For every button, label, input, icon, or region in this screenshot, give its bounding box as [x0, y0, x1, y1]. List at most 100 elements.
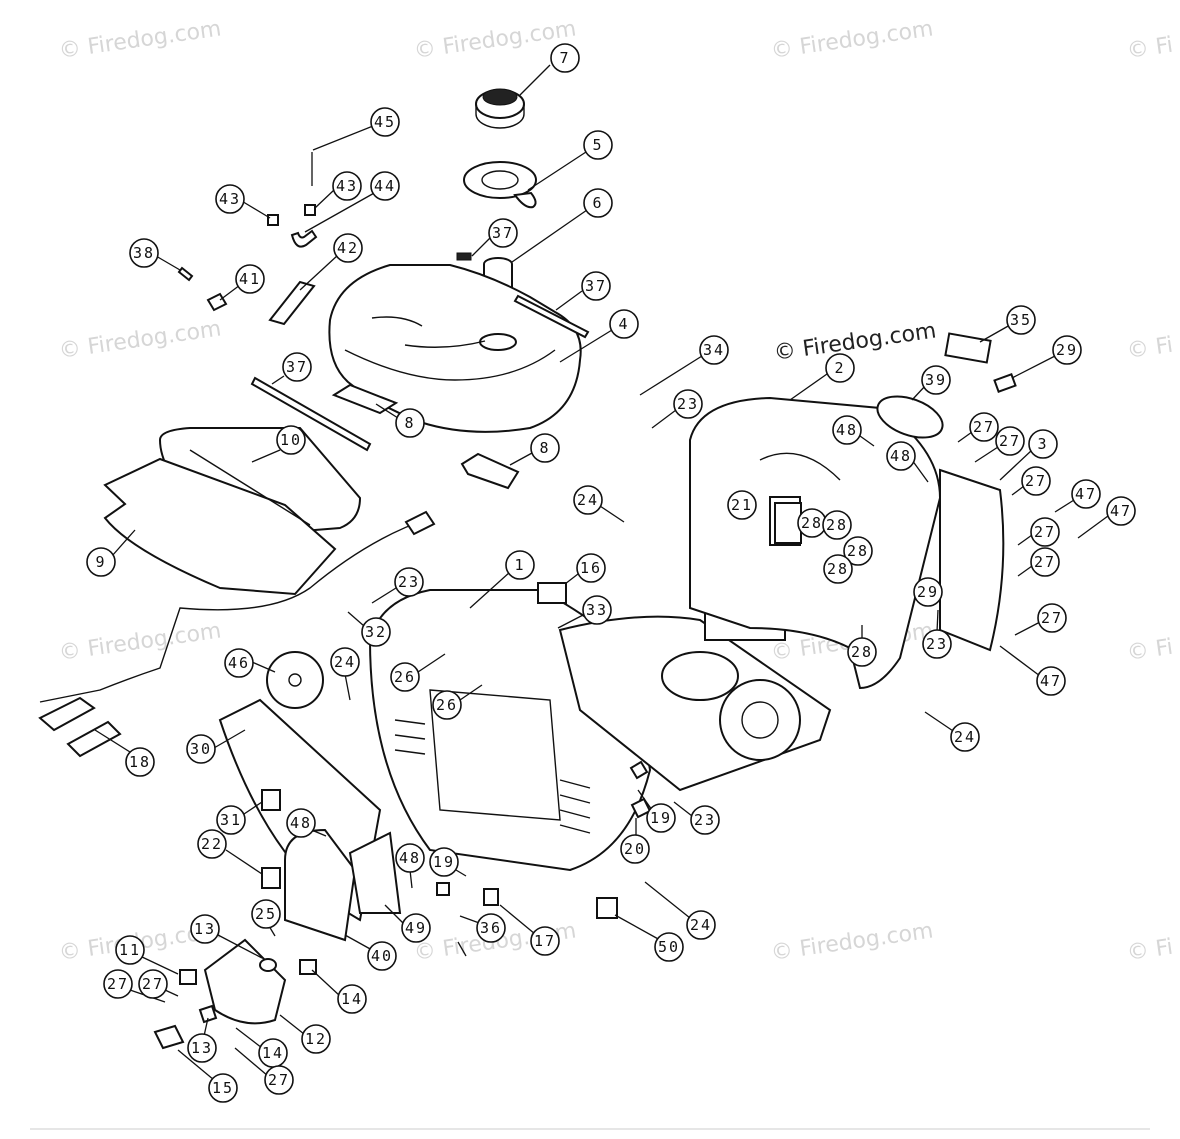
leader-line — [1017, 565, 1033, 577]
leader-line — [979, 324, 1011, 343]
callout-32: 32 — [361, 617, 391, 647]
leader-line — [177, 1049, 215, 1081]
callout-3: 3 — [1028, 429, 1058, 459]
callout-28: 28 — [797, 508, 827, 538]
callout-37: 37 — [581, 271, 611, 301]
base-panel — [103, 457, 337, 596]
bottom-divider — [30, 1128, 1150, 1130]
callout-label: 27 — [107, 975, 129, 993]
watermark: © Fi — [1125, 333, 1174, 364]
callout-8: 8 — [530, 433, 560, 463]
callout-label: 18 — [129, 753, 151, 771]
callout-9: 9 — [86, 547, 116, 577]
callout-43: 43 — [332, 171, 362, 201]
leader-line — [614, 914, 661, 941]
callout-label: 21 — [731, 496, 753, 514]
callout-17: 17 — [530, 926, 560, 956]
label-small — [596, 897, 618, 919]
callout-label: 5 — [592, 136, 603, 154]
grille — [876, 395, 944, 439]
callout-label: 27 — [1034, 553, 1056, 571]
callout-label: 38 — [133, 244, 155, 262]
leader-line — [564, 573, 579, 585]
callout-label: 32 — [365, 623, 387, 641]
callout-label: 27 — [973, 418, 995, 436]
battery-clip — [66, 720, 122, 758]
callout-label: 27 — [1025, 472, 1047, 490]
rubber-pad — [456, 252, 472, 261]
callout-label: 2 — [834, 359, 845, 377]
callout-49: 49 — [401, 913, 431, 943]
callout-label: 48 — [290, 814, 312, 832]
callout-27: 27 — [1030, 517, 1060, 547]
callout-23: 23 — [922, 629, 952, 659]
callout-label: 35 — [1010, 311, 1032, 329]
callout-45: 45 — [370, 107, 400, 137]
leader-line — [469, 571, 511, 609]
tank-bracket — [460, 452, 520, 490]
leader-line — [1054, 499, 1075, 513]
callout-13: 13 — [190, 914, 220, 944]
callout-label: 22 — [201, 835, 223, 853]
callout-18: 18 — [125, 747, 155, 777]
leader-line — [139, 955, 179, 975]
callout-7: 7 — [550, 43, 580, 73]
callout-2: 2 — [825, 353, 855, 383]
callout-29: 29 — [1052, 335, 1082, 365]
callout-24: 24 — [950, 722, 980, 752]
callout-label: 47 — [1040, 672, 1062, 690]
callout-16: 16 — [576, 553, 606, 583]
callout-12: 12 — [301, 1024, 331, 1054]
callout-21: 21 — [727, 490, 757, 520]
side-panel — [939, 468, 1005, 652]
leader-line — [957, 431, 973, 443]
battery-clip — [38, 696, 96, 732]
callout-11: 11 — [115, 935, 145, 965]
callout-27: 27 — [1037, 603, 1067, 633]
watermark: © Fi — [1125, 33, 1174, 64]
callout-39: 39 — [921, 365, 951, 395]
leader-line — [304, 191, 377, 233]
callout-label: 15 — [212, 1079, 234, 1097]
leader-line — [457, 941, 467, 957]
callout-label: 29 — [917, 583, 939, 601]
leader-line — [644, 881, 691, 919]
leader-line — [384, 904, 405, 925]
callout-label: 1 — [514, 556, 525, 574]
callout-label: 28 — [801, 514, 823, 532]
callout-26: 26 — [390, 662, 420, 692]
leader-line — [637, 789, 653, 811]
leader-line — [859, 435, 875, 447]
leader-line — [243, 801, 263, 815]
callout-label: 37 — [585, 277, 607, 295]
callout-28: 28 — [843, 536, 873, 566]
leader-line — [911, 459, 929, 483]
callout-10: 10 — [276, 425, 306, 455]
callout-4: 4 — [609, 309, 639, 339]
callout-label: 29 — [1056, 341, 1078, 359]
control-module — [537, 582, 567, 604]
leader-line — [471, 237, 491, 257]
leader-line — [164, 989, 179, 997]
callout-48: 48 — [886, 441, 916, 471]
callout-label: 28 — [827, 560, 849, 578]
leader-line — [314, 189, 335, 209]
callout-label: 13 — [191, 1039, 213, 1057]
leader-line — [111, 529, 136, 557]
callout-1: 1 — [505, 550, 535, 580]
callout-label: 23 — [926, 635, 948, 653]
callout-23: 23 — [673, 389, 703, 419]
callout-label: 28 — [826, 516, 848, 534]
callout-label: 24 — [334, 653, 356, 671]
callout-label: 8 — [539, 439, 550, 457]
leader-line — [312, 125, 374, 151]
leader-line — [974, 446, 999, 463]
leader-line — [203, 1017, 209, 1037]
callouts: 7 45 5 43 43 44 6 37 38 42 41 37 4 37 8 … — [86, 43, 1136, 1103]
leader-line — [1011, 355, 1056, 379]
callout-27: 27 — [969, 412, 999, 442]
callout-label: 37 — [286, 358, 308, 376]
leader-line — [639, 355, 703, 396]
callout-24: 24 — [573, 485, 603, 515]
